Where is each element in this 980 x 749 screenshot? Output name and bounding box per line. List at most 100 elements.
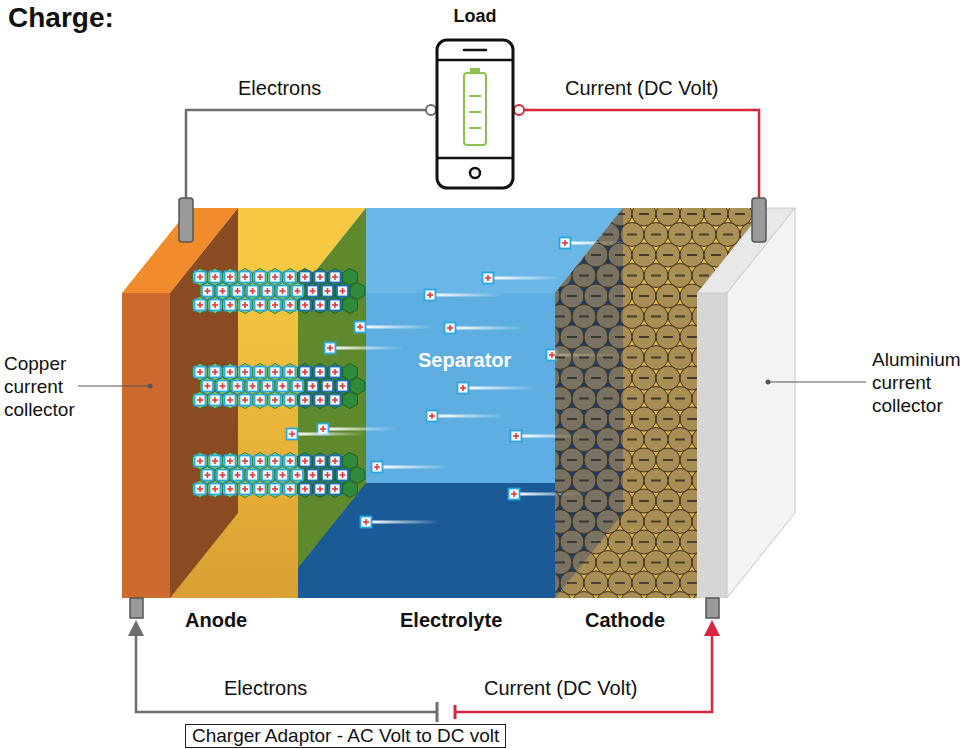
minus-sign: [747, 316, 757, 318]
plus-sign: [214, 397, 216, 403]
minus-sign: [747, 562, 757, 564]
minus-sign: [771, 480, 781, 482]
graphite-hexagon: [238, 364, 253, 381]
graphite-hexagon: [350, 467, 365, 484]
cathode-particle: [764, 223, 788, 247]
minus-sign: [555, 316, 565, 318]
minus-sign: [723, 398, 733, 400]
cathode-particle: [752, 366, 776, 390]
minus-sign: [603, 603, 613, 605]
diagram-title: Charge:: [8, 2, 114, 34]
plus-sign: [289, 274, 291, 280]
cathode-particle: [728, 284, 752, 308]
lithium-ion: [292, 286, 303, 297]
ion-trail: [372, 521, 440, 524]
cathode-particle: [620, 510, 644, 534]
minus-sign: [783, 582, 793, 584]
plus-sign: [515, 433, 517, 439]
lithium-ion: [225, 300, 236, 311]
lithium-ion: [232, 286, 243, 297]
plus-sign: [207, 288, 209, 294]
graphite-hexagon: [335, 283, 350, 300]
plus-sign: [244, 274, 246, 280]
plus-sign: [449, 325, 451, 331]
cathode-particle: [740, 592, 764, 616]
minus-sign: [687, 377, 697, 379]
minus-sign: [771, 316, 781, 318]
plus-sign: [304, 458, 306, 464]
plus-sign: [199, 369, 201, 375]
graphite-hexagon: [193, 392, 208, 409]
lithium-ion: [240, 456, 251, 467]
lithium-ion: [330, 395, 341, 406]
cathode-particle: [656, 530, 680, 554]
minus-sign: [639, 500, 649, 502]
plus-sign: [259, 302, 261, 308]
current-wire: [524, 110, 759, 200]
cathode-particle: [608, 243, 632, 267]
cathode-particle: [632, 202, 656, 226]
plus-sign: [199, 486, 201, 492]
graphite-hexagon: [238, 297, 253, 314]
anode-lattice: [193, 269, 365, 498]
cathode-particle: [620, 387, 644, 411]
graphite-hexagon: [275, 467, 290, 484]
minus-sign: [723, 439, 733, 441]
minus-sign: [747, 480, 757, 482]
lithium-ion: [240, 395, 251, 406]
cathode-particle: [632, 284, 656, 308]
cathode-particle: [704, 407, 728, 431]
cathode-particle: [608, 448, 632, 472]
cathode-particle: [584, 407, 608, 431]
cathode-particle: [608, 366, 632, 390]
cathode-particle: [704, 530, 728, 554]
minus-sign: [771, 234, 781, 236]
cathode-particle: [620, 305, 644, 329]
graphite-hexagon: [260, 283, 275, 300]
minus-sign: [603, 439, 613, 441]
cathode-particle: [608, 571, 632, 595]
plus-sign: [334, 486, 336, 492]
graphite-hexagon: [230, 283, 245, 300]
graphite-hexagon: [275, 378, 290, 395]
minus-sign: [651, 603, 661, 605]
cathode-particle: [776, 325, 800, 349]
lithium-ion: [195, 272, 206, 283]
cathode-particle: [752, 489, 776, 513]
lithium-ion: [330, 272, 341, 283]
minus-sign: [567, 500, 577, 502]
lithium-ion: [277, 470, 288, 481]
lithium-ions: [287, 238, 640, 528]
minus-sign: [675, 480, 685, 482]
lithium-ion: [300, 456, 311, 467]
plus-sign: [359, 324, 361, 330]
plus-sign: [513, 491, 515, 497]
minus-sign: [627, 562, 637, 564]
minus-sign: [627, 439, 637, 441]
part-label: Cathode: [585, 608, 665, 632]
cathode-particle: [608, 530, 632, 554]
minus-sign: [795, 357, 805, 359]
plus-sign: [304, 274, 306, 280]
minus-sign: [579, 398, 589, 400]
cathode-particle: [632, 325, 656, 349]
cathode-particle: [560, 325, 584, 349]
lithium-ion: [195, 484, 206, 495]
minus-sign: [591, 459, 601, 461]
minus-sign: [735, 541, 745, 543]
minus-sign: [759, 254, 769, 256]
minus-sign: [699, 398, 709, 400]
cathode-particle: [692, 469, 716, 493]
minus-sign: [567, 213, 577, 215]
graphite-hexagon: [253, 392, 268, 409]
graphite-hexagon: [320, 467, 335, 484]
minus-sign: [543, 459, 553, 461]
minus-sign: [591, 541, 601, 543]
graphite-hexagon: [215, 283, 230, 300]
plus-sign: [304, 369, 306, 375]
graphite-hexagon: [193, 453, 208, 470]
minus-sign: [567, 418, 577, 420]
cathode-particle: [656, 284, 680, 308]
plus-sign: [214, 486, 216, 492]
phone-button: [470, 168, 480, 178]
